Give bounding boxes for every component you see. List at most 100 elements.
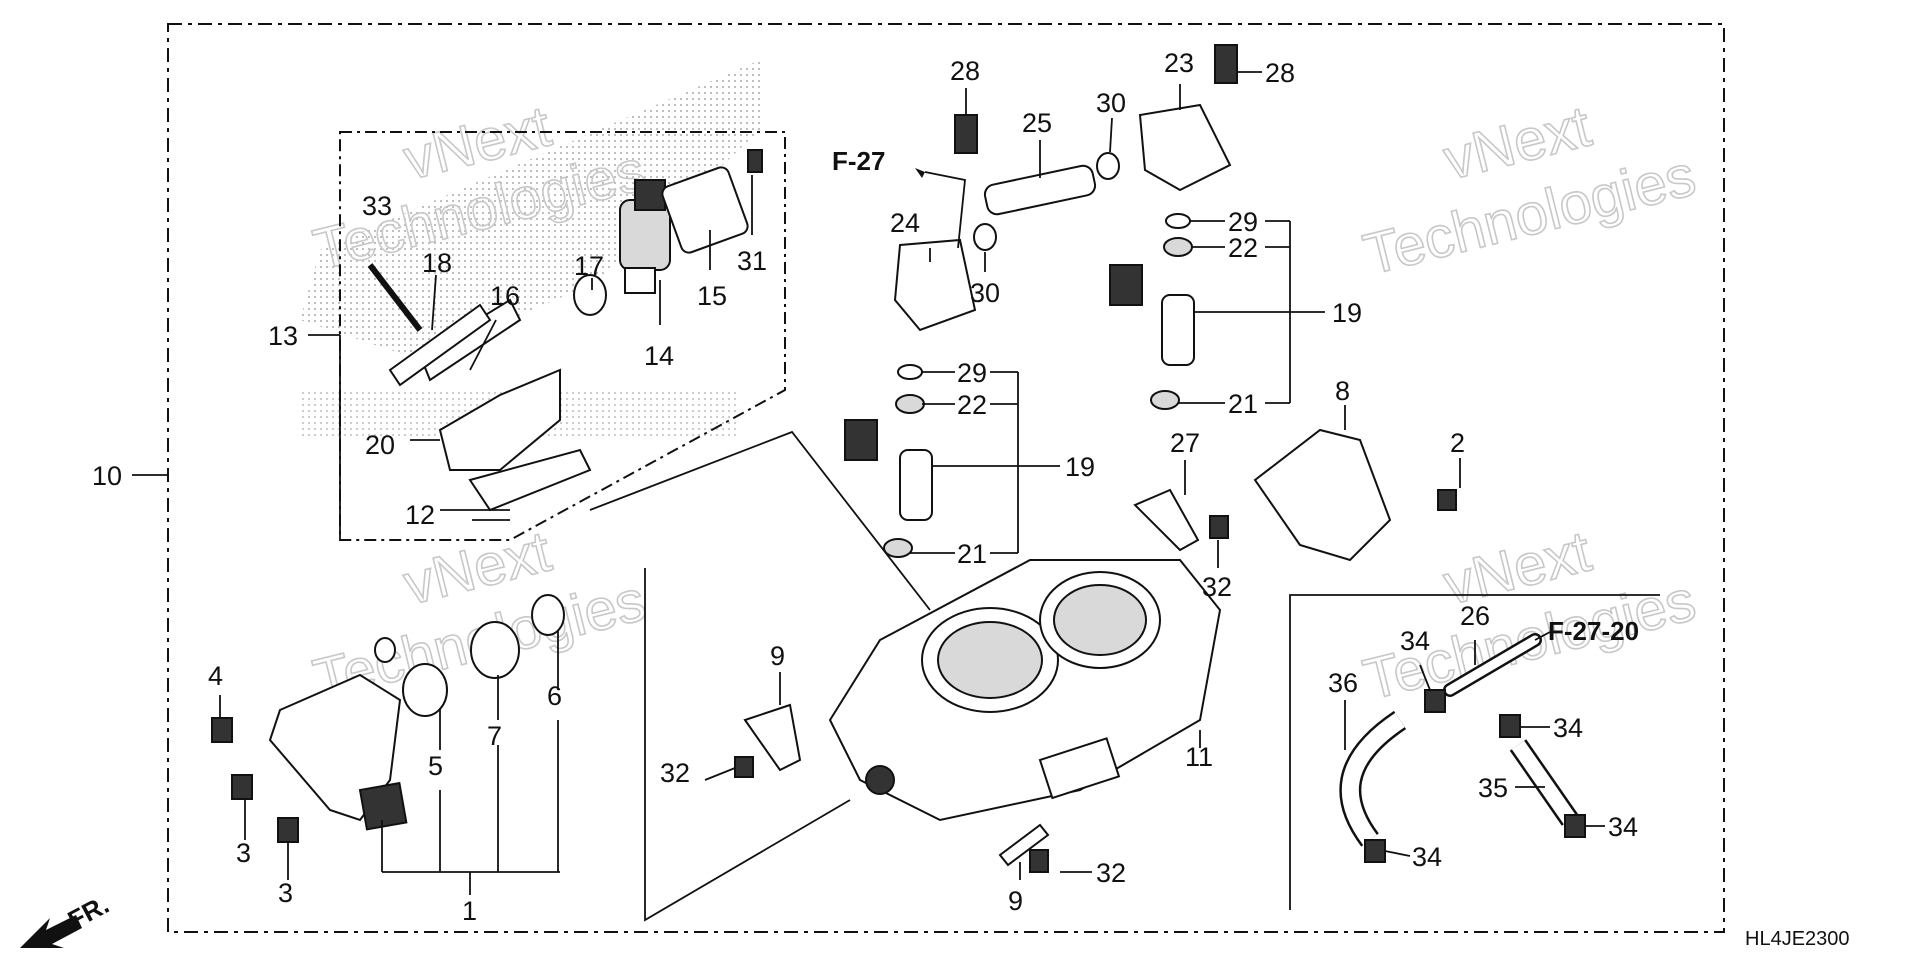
ring-7 [470, 621, 520, 679]
ring-5 [402, 663, 448, 717]
callout-18: 18 [422, 248, 452, 278]
ref-f27: F-27 [832, 146, 885, 176]
ref-f2720: F-27-20 [1548, 616, 1639, 646]
callout-1: 1 [462, 896, 477, 926]
hose-frame [1289, 594, 1660, 910]
callout-30b: 30 [970, 278, 1000, 308]
clamp-34a [1424, 689, 1446, 713]
callout-16: 16 [490, 281, 520, 311]
callout-13: 13 [268, 321, 298, 351]
washer-22b [1163, 237, 1193, 257]
callout-19a: 19 [1065, 452, 1095, 482]
hose-36-inner [1341, 712, 1405, 846]
bolt-31 [747, 149, 763, 173]
callout-21a: 21 [957, 539, 987, 569]
leader-lines [132, 71, 1605, 895]
callout-30a: 30 [1096, 88, 1126, 118]
ring-6 [531, 594, 565, 636]
group-frame-2 [589, 430, 931, 611]
throttle-motor [268, 673, 408, 831]
callout-11: 11 [1185, 742, 1213, 772]
callout-21b: 21 [1228, 389, 1258, 419]
hose-35-inner [1511, 740, 1577, 825]
callout-5: 5 [428, 751, 443, 781]
callout-22b: 22 [1228, 233, 1258, 263]
bolt-3b [277, 817, 299, 843]
callout-24: 24 [890, 208, 920, 238]
outer-frame [167, 23, 1725, 933]
washer-21b [1150, 390, 1180, 410]
callout-25: 25 [1022, 108, 1052, 138]
plate-9 [743, 703, 802, 772]
callout-4: 4 [208, 661, 223, 691]
callout-3a: 3 [236, 838, 251, 868]
bolt-32a [734, 756, 754, 778]
callout-29a: 29 [957, 358, 987, 388]
callout-9b: 9 [1008, 886, 1023, 916]
callout-3b: 3 [278, 878, 293, 908]
callout-35: 35 [1478, 773, 1508, 803]
callout-20: 20 [365, 430, 395, 460]
clamp-34c [1564, 814, 1586, 838]
callout-29b: 29 [1228, 207, 1258, 237]
callout-28b: 28 [1265, 58, 1295, 88]
callout-22a: 22 [957, 390, 987, 420]
front-direction-arrow: FR. [20, 889, 114, 948]
tube-26-inner [1445, 635, 1540, 695]
gasket-15 [661, 166, 749, 254]
washer-29b [1165, 213, 1191, 229]
plate-27 [1133, 488, 1200, 552]
callout-33: 33 [362, 191, 392, 221]
bolt-2 [1437, 489, 1457, 511]
callout-32a: 32 [660, 758, 690, 788]
callout-32b: 32 [1202, 572, 1232, 602]
injector-19-upper [1109, 264, 1195, 366]
throttle-body [828, 559, 1222, 822]
callout-14: 14 [644, 341, 674, 371]
callout-7: 7 [487, 721, 502, 751]
sensor-assembly [388, 298, 592, 512]
callout-17: 17 [574, 251, 604, 281]
callout-34d: 34 [1412, 842, 1442, 872]
callout-8: 8 [1335, 376, 1350, 406]
bolt-32c [1029, 849, 1049, 873]
cover-8 [1253, 428, 1392, 562]
bolt-4 [211, 717, 233, 743]
callout-19b: 19 [1332, 298, 1362, 328]
o-ring-30b [973, 223, 997, 251]
callout-9a: 9 [770, 641, 785, 671]
washer-29a [897, 364, 923, 380]
o-ring-17 [573, 274, 607, 316]
callout-34c: 34 [1608, 812, 1638, 842]
pipe-25 [983, 164, 1097, 216]
callout-26: 26 [1460, 601, 1490, 631]
o-ring-30a [1096, 152, 1120, 180]
bolt-3a [231, 774, 253, 800]
callout-31: 31 [737, 246, 767, 276]
callout-27: 27 [1170, 428, 1200, 458]
bolt-32b [1209, 515, 1229, 539]
callout-10: 10 [92, 461, 122, 491]
joint-24 [893, 238, 977, 332]
callout-34a: 34 [1400, 626, 1430, 656]
callout-36: 36 [1328, 668, 1358, 698]
callout-numbers: 10 13 33 18 16 17 14 15 31 20 12 4 3 3 5… [92, 48, 1638, 926]
bolt-28a [954, 114, 978, 154]
bolt-28b [1214, 44, 1238, 84]
clamp-34d [1364, 839, 1386, 863]
diagram-code: HL4JE2300 [1745, 928, 1850, 950]
callout-23: 23 [1164, 48, 1194, 78]
callout-32c: 32 [1096, 858, 1126, 888]
screw-33 [367, 263, 423, 332]
callout-12: 12 [405, 500, 435, 530]
group-frame [644, 568, 851, 922]
callout-28a: 28 [950, 56, 980, 86]
washer-21a [883, 538, 913, 558]
joint-23 [1138, 103, 1232, 192]
callout-2: 2 [1450, 428, 1465, 458]
washer-22a [895, 394, 925, 414]
callout-15: 15 [697, 281, 727, 311]
callout-34b: 34 [1553, 713, 1583, 743]
ring-small [374, 637, 396, 663]
